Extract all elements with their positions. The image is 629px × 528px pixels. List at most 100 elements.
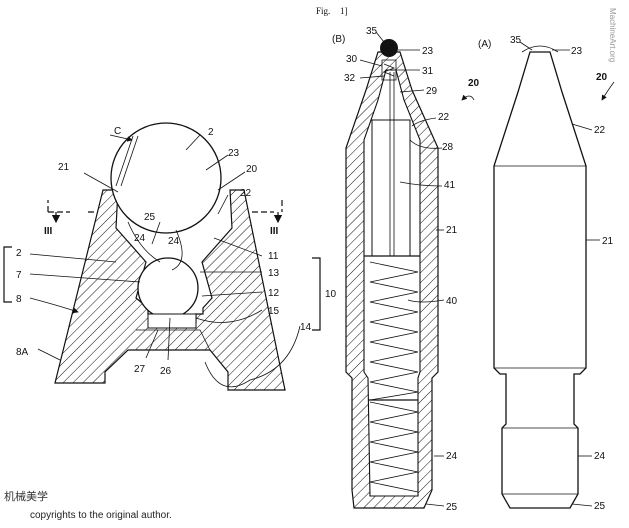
label-B-29: 29 [426, 86, 438, 97]
leader-B-41 [399, 181, 443, 187]
leader-21 [83, 172, 119, 193]
leader-12 [201, 291, 263, 297]
label-B-23: 23 [422, 46, 434, 57]
label-B-22: 22 [438, 112, 450, 123]
ink-curve-a [127, 221, 161, 263]
label-B-21: 21 [446, 225, 458, 236]
leader-B-40 [407, 299, 445, 303]
label-B-24: 24 [446, 451, 458, 462]
label-8A: 8A [16, 347, 29, 358]
label-A-25: 25 [594, 501, 606, 512]
inner-bore [147, 313, 197, 329]
tip-socket [381, 59, 397, 81]
left-cross-section: C 2 23 21 20 22 III III 25 24 24 2 7 8 8… [3, 122, 337, 391]
leader-26 [167, 317, 171, 361]
label-A-35: 35 [510, 35, 522, 46]
view-A-title: (A) [478, 39, 491, 50]
leader-8 [29, 297, 79, 314]
label-B-20: 20 [468, 78, 480, 89]
figure-label: Fig. [316, 6, 330, 16]
leader-11 [213, 237, 263, 257]
gap-line-2 [120, 135, 139, 187]
leader-20 [217, 171, 246, 191]
label-B-40: 40 [446, 296, 458, 307]
leader-A-20 [601, 81, 615, 101]
leader-B-25 [425, 503, 445, 507]
leader-8A [37, 348, 61, 361]
label-2-top: 2 [208, 127, 214, 138]
leader-2-top [185, 134, 201, 151]
section-line-right [252, 200, 283, 213]
label-III-left: III [44, 226, 53, 237]
leader-7 [29, 273, 141, 283]
label-B-32: 32 [344, 73, 356, 84]
label-III-right: III [270, 226, 279, 237]
tip-ball [380, 39, 398, 57]
label-24-b: 24 [168, 236, 180, 247]
holder-body-hatched [54, 189, 286, 391]
watermark-notice: copyrights to the original author. [30, 510, 172, 521]
leader-A-25 [571, 503, 593, 507]
bracket-right [312, 257, 321, 331]
leader-23 [205, 154, 229, 171]
view-B-section: (B) 35 23 30 31 32 29 20 22 28 41 21 40 … [332, 26, 480, 513]
label-B-25: 25 [446, 502, 458, 513]
label-B-35: 35 [366, 26, 378, 37]
leader-14 [204, 325, 301, 388]
section-line-left [47, 200, 98, 213]
leader-B-20 [461, 94, 475, 101]
label-2-left: 2 [16, 248, 22, 259]
label-B-31: 31 [422, 66, 434, 77]
leader-15 [195, 309, 263, 323]
leader-B-22 [411, 117, 437, 127]
label-C: C [114, 126, 121, 137]
spring-lower [369, 401, 419, 493]
label-25: 25 [144, 212, 156, 223]
ink-tube [371, 119, 411, 257]
label-B-30: 30 [346, 54, 358, 65]
leader-B-29 [399, 89, 425, 93]
leader-B-30 [359, 59, 383, 67]
view-B-title: (B) [332, 34, 345, 45]
spring-upper [369, 261, 419, 401]
label-13: 13 [268, 268, 280, 279]
label-12: 12 [268, 288, 280, 299]
leader-B-32 [359, 75, 385, 79]
label-A-21: 21 [602, 236, 614, 247]
label-15: 15 [268, 306, 280, 317]
label-7: 7 [16, 270, 22, 281]
watermark-url: MachineArt.org [608, 8, 617, 62]
large-ball [110, 122, 222, 234]
label-B-41: 41 [444, 180, 456, 191]
view-A-exterior: (A) 35 23 20 22 21 24 25 [478, 35, 615, 512]
label-11: 11 [268, 251, 279, 262]
leader-B-35 [375, 31, 385, 43]
small-ball [137, 257, 199, 319]
label-A-22: 22 [594, 125, 606, 136]
ink-curve-b [171, 229, 183, 271]
label-23: 23 [228, 148, 240, 159]
label-B-28: 28 [442, 142, 454, 153]
leader-A-22 [571, 123, 593, 131]
label-10: 10 [325, 289, 337, 300]
label-27: 27 [134, 364, 146, 375]
leader-25 [151, 221, 161, 245]
label-A-24: 24 [594, 451, 606, 462]
leader-22 [217, 194, 229, 215]
pen-body-exterior [493, 51, 587, 509]
bore-bottom-line [136, 329, 211, 351]
label-22: 22 [240, 188, 252, 199]
label-8: 8 [16, 294, 22, 305]
figure-number: 1] [340, 6, 348, 16]
leader-B-28 [409, 139, 443, 149]
leader-2-left [29, 253, 117, 263]
tip-spring [382, 63, 396, 77]
gap-line [115, 135, 134, 187]
label-21: 21 [58, 162, 70, 173]
label-26: 26 [160, 366, 172, 377]
label-20: 20 [246, 164, 258, 175]
watermark-brand: 机械美学 [4, 489, 48, 503]
gap-arrow [109, 134, 133, 142]
